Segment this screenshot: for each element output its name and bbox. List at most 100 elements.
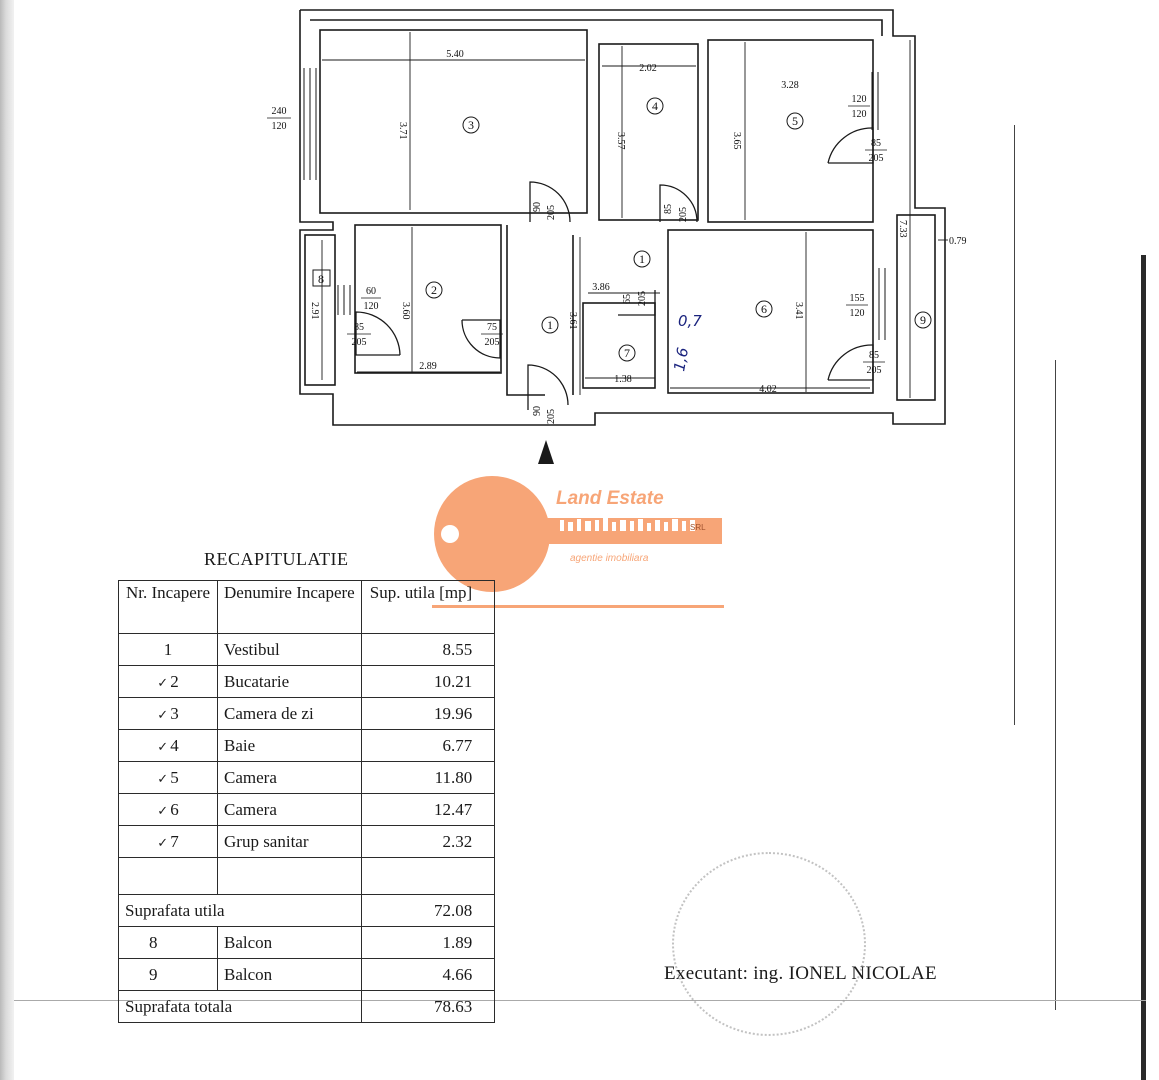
- floor-plan: 3 4 5 2 6 7 1 1 8 9 5.40 3.71 2.02 3.57 …: [267, 9, 967, 464]
- room-number-8: 8: [318, 272, 324, 286]
- door-6-width: 85: [869, 350, 879, 361]
- check-mark-icon: ✓: [157, 675, 169, 691]
- dim-room7-width: 1.38: [614, 374, 632, 385]
- balcony-9-outline: [896, 214, 936, 401]
- balcony-area: 4.66: [360, 958, 496, 991]
- total-area-value: 78.63: [360, 990, 496, 1023]
- window-2-width: 60: [366, 286, 376, 297]
- row-area: 8.55: [360, 633, 496, 666]
- dim-hall-height: 3.61: [567, 312, 578, 330]
- room-number-7: 7: [624, 346, 630, 360]
- dim-room3-width: 5.40: [446, 49, 464, 60]
- logo-badge: SRL: [690, 523, 706, 532]
- dim-room6-width: 4.02: [759, 384, 777, 395]
- dim-room6-height: 3.41: [793, 302, 804, 320]
- handwritten-note-2: 1,6: [670, 346, 692, 373]
- door-5-width: 85: [871, 138, 881, 149]
- door-3-height: 205: [546, 205, 557, 220]
- room-number-1b: 1: [547, 318, 553, 332]
- dim-room3-height: 3.71: [397, 122, 408, 140]
- window-2-height: 120: [364, 301, 379, 312]
- table-row-grand-total: Suprafata totala 78.63: [118, 990, 496, 1023]
- table-row: ✓6 Camera 12.47: [118, 793, 496, 826]
- useful-area-label: Suprafata utila: [118, 894, 362, 927]
- scan-border-right: [1141, 255, 1146, 1080]
- header-name: Denumire Incapere: [217, 580, 362, 634]
- door-2-width: 75: [487, 322, 497, 333]
- useful-area-value: 72.08: [360, 894, 496, 927]
- window-6-width: 155: [850, 293, 865, 304]
- table-header-row: Nr. Incapere Denumire Incapere Sup. util…: [118, 580, 496, 634]
- table-row-balcony: 9 Balcon 4.66: [118, 958, 496, 991]
- dim-hall-width: 3.86: [592, 282, 610, 293]
- row-area: 6.77: [360, 729, 496, 762]
- recap-title: RECAPITULATIE: [204, 549, 349, 569]
- entrance-arrow-icon: [538, 440, 554, 464]
- row-nr: 5: [170, 767, 179, 787]
- room-number-2: 2: [431, 283, 437, 297]
- row-area: 2.32: [360, 825, 496, 858]
- door-entry-width: 90: [532, 406, 543, 416]
- company-logo: SRL Land Estate agentie imobiliara: [432, 470, 732, 615]
- check-mark-icon: ✓: [157, 835, 169, 851]
- dim-room4-height: 3.57: [615, 132, 626, 150]
- row-nr: 3: [170, 703, 179, 723]
- room-number-3: 3: [468, 118, 474, 132]
- balcony-name: Balcon: [217, 926, 362, 959]
- check-mark-icon: ✓: [157, 739, 169, 755]
- key-icon: SRL: [432, 476, 724, 608]
- row-name: Vestibul: [217, 633, 362, 666]
- room-3-outline: [319, 29, 588, 214]
- dim-room5-height: 3.65: [731, 132, 742, 150]
- scan-line: [1014, 125, 1015, 725]
- table-row: ✓3 Camera de zi 19.96: [118, 697, 496, 730]
- row-nr: 1: [163, 639, 173, 659]
- window-6-height: 120: [850, 308, 865, 319]
- row-name: Bucatarie: [217, 665, 362, 698]
- room-7-outline: [582, 302, 656, 389]
- balcony-8-outline: [304, 234, 336, 386]
- door-8-height: 205: [352, 337, 367, 348]
- door-5-height: 205: [869, 153, 884, 164]
- balcony-nr: 8: [118, 926, 218, 959]
- door-2-height: 205: [485, 337, 500, 348]
- table-row: ✓4 Baie 6.77: [118, 729, 496, 762]
- dim-room2-height: 3.60: [400, 302, 411, 320]
- row-nr: 7: [170, 831, 179, 851]
- balcony-area: 1.89: [360, 926, 496, 959]
- balcony-name: Balcon: [217, 958, 362, 991]
- executant-signature-line: Executant: ing. IONEL NICOLAE: [664, 963, 937, 984]
- row-nr: 4: [170, 735, 179, 755]
- row-area: 11.80: [360, 761, 496, 794]
- table-row-balcony: 8 Balcon 1.89: [118, 926, 496, 959]
- door-6-height: 205: [867, 365, 882, 376]
- door-4-height: 205: [678, 207, 689, 222]
- row-area: 10.21: [360, 665, 496, 698]
- scan-line: [1055, 360, 1056, 1010]
- door-8-width: 85: [354, 322, 364, 333]
- dim-balcony8: 2.91: [309, 302, 320, 320]
- window-3-width: 240: [272, 106, 287, 117]
- room-2-outline: [354, 224, 502, 374]
- balcony-nr: 9: [118, 958, 218, 991]
- dim-balcony9-depth: 0.79: [949, 236, 967, 247]
- row-name: Camera de zi: [217, 697, 362, 730]
- scan-line: [14, 1000, 1146, 1001]
- room-number-5: 5: [792, 114, 798, 128]
- dim-room5-width: 3.28: [781, 80, 799, 91]
- dim-room4-width: 2.02: [639, 63, 657, 74]
- row-area: 19.96: [360, 697, 496, 730]
- door-7-width: 65: [622, 294, 633, 304]
- room-number-1: 1: [639, 252, 645, 266]
- header-area: Sup. utila [mp]: [360, 580, 496, 634]
- table-row-empty: [118, 857, 496, 895]
- row-nr: 2: [170, 671, 179, 691]
- dim-room2-width: 2.89: [419, 361, 437, 372]
- header-nr: Nr. Incapere: [118, 580, 218, 634]
- check-mark-icon: ✓: [157, 803, 169, 819]
- handwritten-note-1: 0,7: [678, 312, 702, 330]
- room-number-9: 9: [920, 313, 926, 327]
- row-name: Camera: [217, 761, 362, 794]
- window-3-height: 120: [272, 121, 287, 132]
- check-mark-icon: ✓: [157, 707, 169, 723]
